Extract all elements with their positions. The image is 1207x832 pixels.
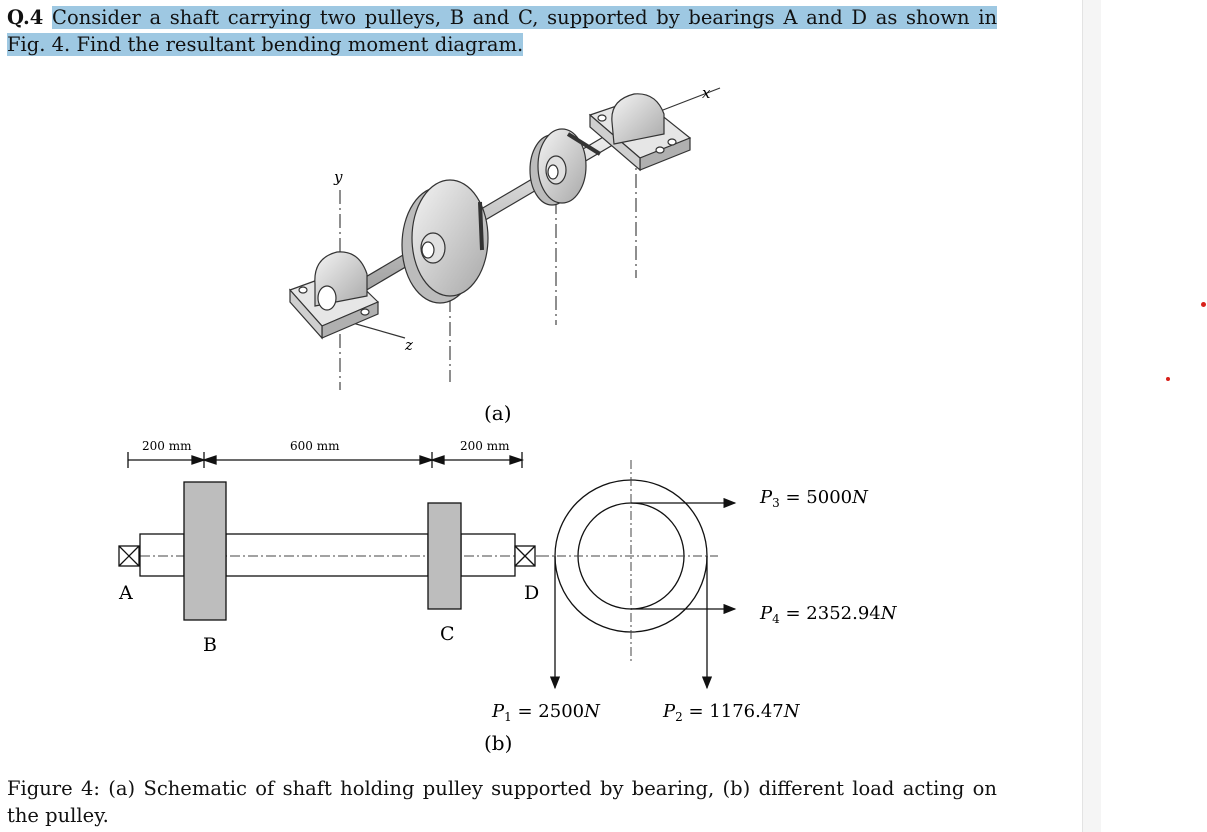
axis-x-label: x (702, 84, 711, 102)
load-label-p1: P1 = 2500N (491, 701, 601, 724)
dimension-line (127, 452, 525, 468)
bearing-a-symbol (118, 545, 140, 567)
annotation-margin (1101, 0, 1207, 832)
axis-y-label: y (333, 168, 343, 186)
load-label-p3: P3 = 5000N (759, 487, 869, 510)
question-number: Q.4 (7, 6, 44, 29)
page-scrollbar-gutter[interactable] (1082, 0, 1101, 832)
dimension-label-cd: 200 mm (460, 439, 510, 453)
dimension-label-ab: 200 mm (142, 439, 192, 453)
annotation-dot (1166, 377, 1170, 381)
label-c: C (440, 623, 455, 645)
question-text[interactable]: Q.4 Consider a shaft carrying two pulley… (7, 4, 998, 58)
label-d: D (524, 582, 539, 604)
pulley-c-side (427, 502, 462, 610)
bearing-d-pillow-block (588, 93, 692, 172)
load-arrows (549, 497, 737, 690)
pulley-b (401, 179, 489, 304)
pulley-c (529, 128, 602, 206)
figure-caption: Figure 4: (a) Schematic of shaft holding… (7, 777, 997, 827)
document-page: Q.4 Consider a shaft carrying two pulley… (7, 4, 998, 827)
question-highlighted-text[interactable]: Consider a shaft carrying two pulleys, B… (7, 6, 998, 56)
bearing-a-pillow-block (288, 251, 380, 340)
annotation-dot (1201, 302, 1206, 307)
figure-a-schematic: x y z (a) (288, 84, 721, 425)
figure-b-load-diagram: 200 mm 600 mm 200 mm A B C D (118, 439, 898, 755)
label-a: A (118, 582, 133, 604)
figure-a-label: (a) (484, 401, 512, 425)
label-b: B (203, 634, 217, 656)
bearing-d-symbol (514, 545, 536, 567)
pulley-end-view (540, 460, 718, 662)
figure-b-label: (b) (484, 731, 512, 755)
dimension-label-bc: 600 mm (290, 439, 340, 453)
pulley-b-side (183, 481, 227, 621)
load-label-p2: P2 = 1176.47N (662, 701, 801, 724)
load-label-p4: P4 = 2352.94N (759, 603, 898, 626)
axis-z-label: z (404, 336, 413, 354)
